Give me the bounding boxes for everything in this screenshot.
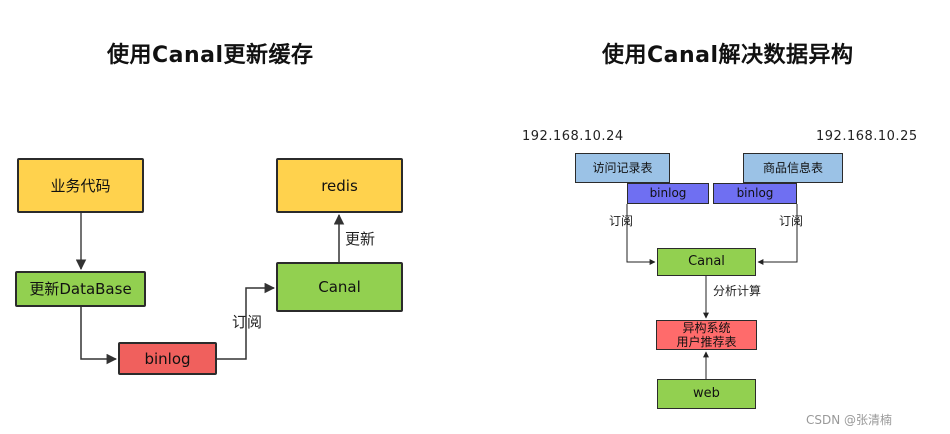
right-diagram-title: 使用Canal解决数据异构	[602, 43, 854, 68]
canal-box: Canal	[276, 262, 403, 312]
visit-record-table-box: 访问记录表	[575, 153, 670, 183]
update-label: 更新	[345, 230, 376, 248]
redis-box: redis	[276, 158, 403, 213]
heterogeneous-system-box: 异构系统 用户推荐表	[656, 320, 757, 350]
arrow-binlog-to-canal	[217, 282, 276, 360]
arrow-binlog-left-to-canal	[626, 204, 656, 265]
hetero-line-1: 异构系统	[682, 320, 731, 335]
binlog-right-box: binlog	[713, 183, 797, 204]
canal-box-right: Canal	[657, 248, 756, 276]
watermark: CSDN @张清楠	[806, 413, 893, 427]
arrow-db-to-binlog	[80, 307, 118, 365]
analysis-label: 分析计算	[713, 284, 762, 298]
web-box: web	[657, 379, 756, 409]
update-database-box: 更新DataBase	[15, 271, 146, 307]
binlog-box: binlog	[118, 342, 217, 375]
left-diagram-arrows	[75, 213, 345, 365]
hetero-line-2: 用户推荐表	[676, 335, 737, 349]
arrow-binlog-right-to-canal	[757, 204, 798, 265]
binlog-left-box: binlog	[627, 183, 709, 204]
product-info-table-box: 商品信息表	[743, 153, 843, 183]
ip-right-label: 192.168.10.25	[816, 129, 918, 144]
left-diagram-title: 使用Canal更新缓存	[107, 43, 314, 68]
subscribe-label: 订阅	[232, 313, 263, 331]
ip-left-label: 192.168.10.24	[522, 129, 624, 144]
business-code-box: 业务代码	[17, 158, 144, 213]
